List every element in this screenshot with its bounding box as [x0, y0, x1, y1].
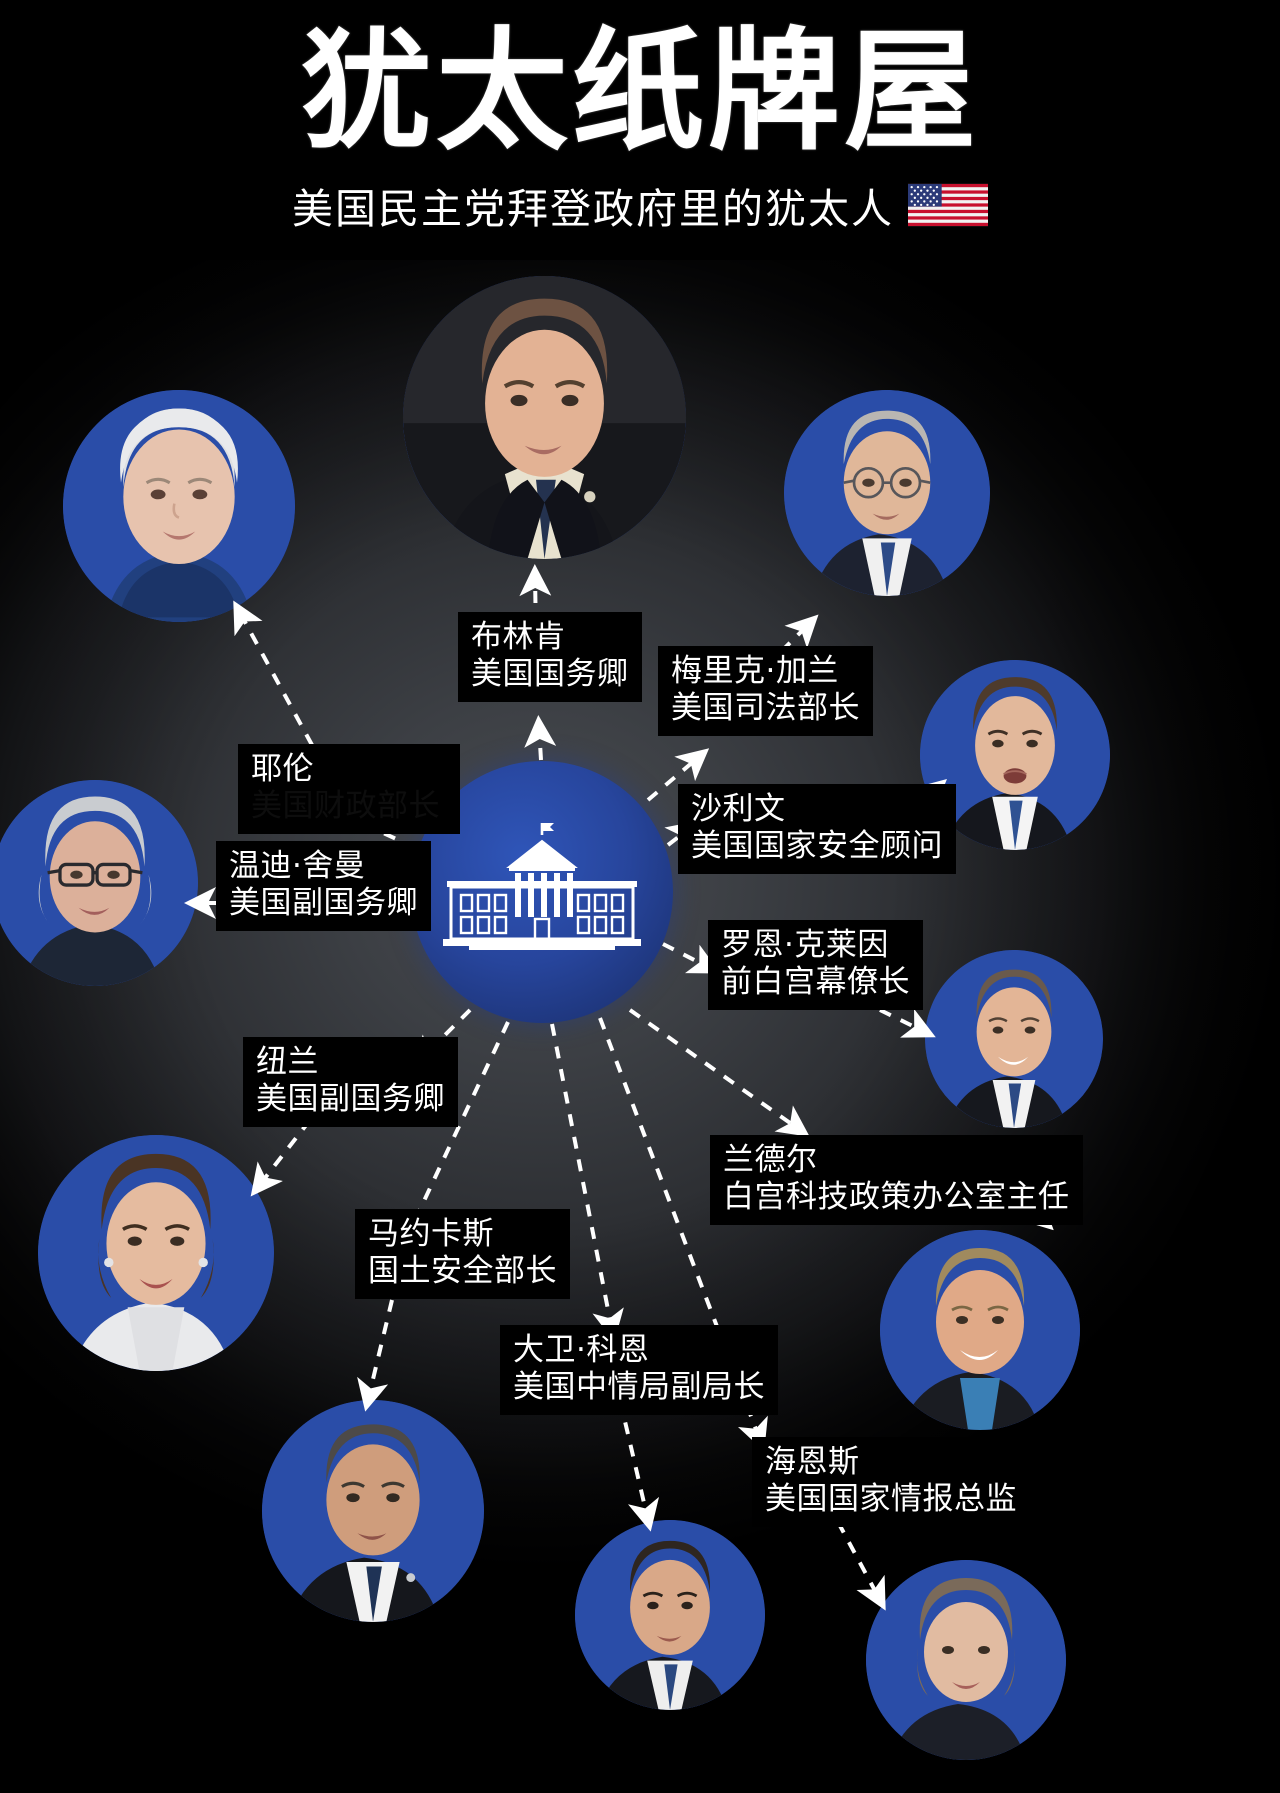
portrait-image-blinken — [403, 276, 686, 559]
portrait-image-klain — [925, 950, 1103, 1128]
label-sherman[interactable]: 温迪·舍曼 美国副国务卿 — [216, 841, 431, 931]
portrait-image-nuland — [38, 1135, 274, 1371]
label-yellen-role: 美国财政部长 — [251, 787, 440, 824]
label-haines[interactable]: 海恩斯 美国国家情报总监 — [752, 1437, 1030, 1527]
label-garland-name: 梅里克·加兰 — [671, 653, 839, 689]
portrait-image-yellen — [63, 390, 295, 622]
label-randall[interactable]: 兰德尔 白宫科技政策办公室主任 — [710, 1135, 1083, 1225]
portrait-randall[interactable] — [880, 1230, 1080, 1430]
label-cohen[interactable]: 大卫·科恩 美国中情局副局长 — [500, 1325, 778, 1415]
page-title: 犹太纸牌屋 — [300, 15, 980, 169]
label-sullivan-name: 沙利文 — [691, 791, 786, 827]
label-klain[interactable]: 罗恩·克莱因 前白宫幕僚长 — [708, 920, 923, 1010]
label-haines-name: 海恩斯 — [765, 1444, 860, 1480]
label-sherman-name: 温迪·舍曼 — [229, 848, 366, 884]
us-flag-icon — [908, 183, 988, 227]
portrait-garland[interactable] — [784, 390, 990, 596]
label-nuland-role: 美国副国务卿 — [256, 1080, 445, 1117]
label-randall-name: 兰德尔 — [723, 1142, 818, 1178]
portrait-image-mayorkas — [262, 1400, 484, 1622]
poster-header: 犹太纸牌屋 美国民主党拜登政府里的犹太人 — [0, 0, 1280, 260]
label-garland-role: 美国司法部长 — [671, 689, 860, 726]
portrait-yellen[interactable] — [63, 390, 295, 622]
label-blinken-name: 布林肯 — [471, 619, 566, 655]
label-nuland-name: 纽兰 — [256, 1044, 319, 1080]
label-blinken-role: 美国国务卿 — [471, 655, 629, 692]
label-sullivan-role: 美国国家安全顾问 — [691, 827, 943, 864]
portrait-image-cohen — [575, 1520, 765, 1710]
label-klain-name: 罗恩·克莱因 — [721, 927, 889, 963]
label-sherman-role: 美国副国务卿 — [229, 884, 418, 921]
subtitle-row: 美国民主党拜登政府里的犹太人 — [0, 175, 1280, 235]
portrait-mayorkas[interactable] — [262, 1400, 484, 1622]
label-cohen-name: 大卫·科恩 — [513, 1332, 650, 1368]
label-blinken[interactable]: 布林肯 美国国务卿 — [458, 612, 642, 702]
portrait-haines[interactable] — [866, 1560, 1066, 1760]
white-house-icon — [443, 823, 641, 950]
portrait-blinken[interactable] — [403, 276, 686, 559]
portrait-image-randall — [880, 1230, 1080, 1430]
page-subtitle: 美国民主党拜登政府里的犹太人 — [292, 185, 894, 233]
portrait-sherman[interactable] — [0, 780, 198, 986]
label-cohen-role: 美国中情局副局长 — [513, 1368, 765, 1405]
label-mayorkas[interactable]: 马约卡斯 国土安全部长 — [355, 1209, 570, 1299]
portrait-image-garland — [784, 390, 990, 596]
portrait-image-haines — [866, 1560, 1066, 1760]
label-mayorkas-role: 国土安全部长 — [368, 1252, 557, 1289]
label-haines-role: 美国国家情报总监 — [765, 1480, 1017, 1517]
label-randall-role: 白宫科技政策办公室主任 — [723, 1178, 1070, 1215]
portrait-image-sherman — [0, 780, 198, 986]
label-mayorkas-name: 马约卡斯 — [368, 1216, 494, 1252]
label-klain-role: 前白宫幕僚长 — [721, 963, 910, 1000]
portrait-klain[interactable] — [925, 950, 1103, 1128]
portrait-cohen[interactable] — [575, 1520, 765, 1710]
label-garland[interactable]: 梅里克·加兰 美国司法部长 — [658, 646, 873, 736]
label-sullivan[interactable]: 沙利文 美国国家安全顾问 — [678, 784, 956, 874]
label-nuland[interactable]: 纽兰 美国副国务卿 — [243, 1037, 458, 1127]
portrait-nuland[interactable] — [38, 1135, 274, 1371]
label-yellen[interactable]: 耶伦 美国财政部长 — [238, 744, 460, 834]
label-yellen-name: 耶伦 — [251, 751, 314, 787]
